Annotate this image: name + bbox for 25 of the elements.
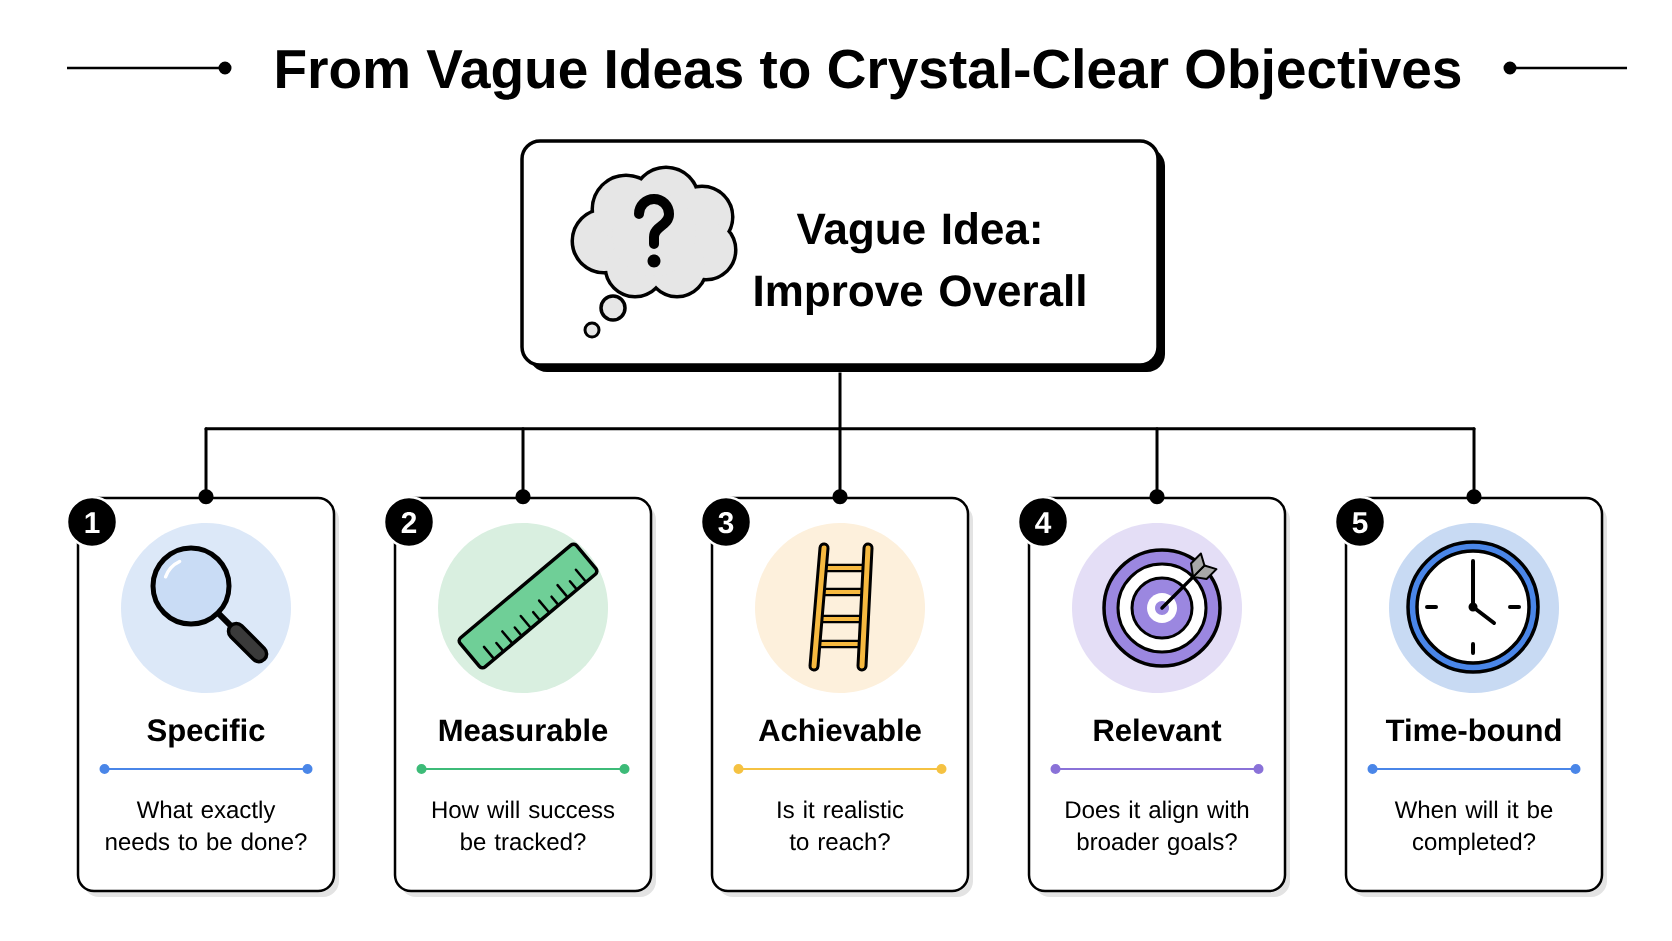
card-description: When will it be completed? — [1394, 800, 1553, 855]
number-badge: 1 — [65, 495, 119, 549]
title: From Vague Ideas to Crystal-Clear Objectives — [277, 48, 1461, 100]
card-heading: Achievable — [758, 718, 921, 742]
card-description: Does it align with broader goals? — [1066, 800, 1249, 855]
connector — [832, 427, 848, 505]
box-heading: Vague Idea: Improve Overall — [755, 212, 1085, 316]
number-badge: 4 — [1016, 495, 1070, 549]
card-description: Is it realistic to reach? — [778, 800, 904, 851]
number-badge: 5 — [1333, 495, 1387, 549]
connector — [198, 427, 214, 505]
connector — [1149, 427, 1165, 505]
card-heading: Time-bound — [1385, 718, 1561, 742]
connector — [204, 427, 1476, 431]
number-badge: 3 — [699, 495, 753, 549]
number-badge: 2 — [382, 495, 436, 549]
idea-box — [520, 139, 1165, 372]
card-heading: Relevant — [1094, 718, 1222, 742]
card-description: How will success be tracked? — [432, 800, 615, 851]
connector — [515, 427, 531, 505]
card-heading: Specific — [147, 718, 265, 748]
connector — [1466, 427, 1482, 505]
card-description: What exactly needs to be done? — [106, 800, 307, 851]
connector — [838, 372, 842, 429]
card-heading: Measurable — [439, 718, 608, 742]
